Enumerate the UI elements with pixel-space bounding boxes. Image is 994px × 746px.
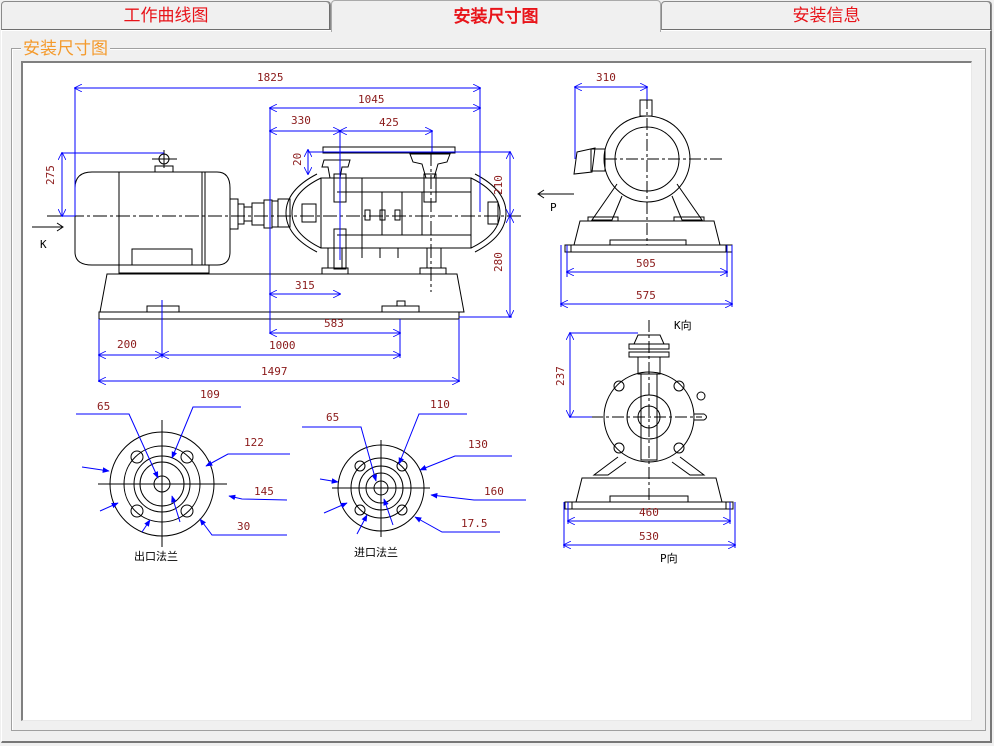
- dim-315: 315: [295, 279, 315, 292]
- tab-install-info[interactable]: 安装信息: [661, 1, 992, 30]
- dim-583: 583: [324, 317, 344, 330]
- outlet-flange: [98, 420, 227, 547]
- dim-530: 530: [639, 530, 659, 543]
- dim-1497: 1497: [261, 365, 288, 378]
- dim-460: 460: [639, 506, 659, 519]
- dim-200: 200: [117, 338, 137, 351]
- outlet-dim-145: 145: [254, 485, 274, 498]
- dim-310: 310: [596, 71, 616, 84]
- dim-280: 280: [492, 252, 505, 272]
- outlet-dim-109: 109: [200, 388, 220, 401]
- pump-body: [320, 177, 472, 249]
- end-view-k: [564, 320, 734, 510]
- outlet-dim-65: 65: [97, 400, 110, 413]
- dim-505: 505: [636, 257, 656, 270]
- inlet-flange: [332, 440, 430, 537]
- view-label-k-direction: K向: [674, 318, 692, 332]
- side-view: [47, 146, 522, 320]
- side-view-dim-labels: 1825 1045 330 425 20 210 280 275 315 583…: [44, 71, 505, 378]
- outlet-dim-30: 30: [237, 520, 250, 533]
- outlet-dim-122: 122: [244, 436, 264, 449]
- inlet-dim-160: 160: [484, 485, 504, 498]
- dim-330: 330: [291, 114, 311, 127]
- dim-1000: 1000: [269, 339, 296, 352]
- dim-275: 275: [44, 165, 57, 185]
- dim-210: 210: [492, 175, 505, 195]
- tab-work-curve[interactable]: 工作曲线图: [1, 1, 331, 30]
- view-label-k: K: [40, 238, 47, 251]
- group-box: [11, 48, 986, 731]
- inlet-dim-130: 130: [468, 438, 488, 451]
- inlet-dim-110: 110: [430, 398, 450, 411]
- outlet-flange-leaders: [76, 406, 290, 536]
- view-label-p: P: [550, 201, 557, 214]
- dim-1045: 1045: [358, 93, 385, 106]
- dim-1825: 1825: [257, 71, 284, 84]
- drawing-canvas: K P 1825 1045 330 425: [21, 61, 972, 721]
- view-label-p-direction: P向: [660, 551, 678, 565]
- inlet-dim-65: 65: [326, 411, 339, 424]
- installation-drawing: K P 1825 1045 330 425: [32, 71, 972, 565]
- tab-install-dimensions[interactable]: 安装尺寸图: [331, 0, 661, 32]
- view-arrow-p: [537, 189, 574, 199]
- outlet-flange-caption: 出口法兰: [134, 549, 178, 563]
- inlet-flange-caption: 进口法兰: [354, 545, 398, 559]
- motor-body: [74, 171, 231, 266]
- end-view-p-dimensions: [561, 87, 732, 307]
- dim-575: 575: [636, 289, 656, 302]
- group-title: 安装尺寸图: [21, 39, 110, 59]
- dim-20: 20: [291, 153, 304, 166]
- dim-237: 237: [554, 366, 567, 386]
- base-frame: [99, 273, 465, 313]
- inlet-dim-17-5: 17.5: [461, 517, 488, 530]
- end-view-p: [564, 97, 733, 253]
- dim-425: 425: [379, 116, 399, 129]
- end-view-k-dimensions: [564, 333, 735, 548]
- side-view-dimensions: [62, 88, 512, 382]
- inlet-flange-leaders: [302, 413, 526, 535]
- view-arrow-k: [32, 222, 64, 232]
